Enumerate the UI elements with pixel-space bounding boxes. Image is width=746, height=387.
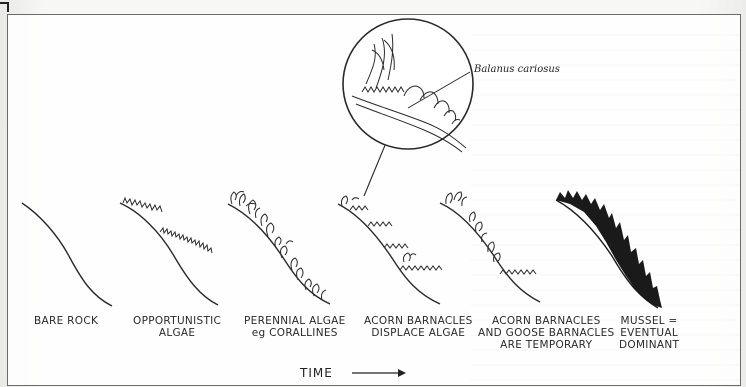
goose-barnacles-profile — [440, 192, 540, 302]
perennial-algae-profile — [228, 192, 330, 305]
species-label-balanus-cariosus: Balanus cariosus — [474, 64, 560, 75]
opportunistic-algae-profile — [120, 198, 218, 305]
stage-label-acorn-barnacles: ACORN BARNACLES DISPLACE ALGAE — [364, 315, 473, 339]
time-arrow — [352, 369, 406, 377]
time-label: TIME — [300, 366, 333, 380]
bare-rock-profile — [22, 203, 112, 306]
mussel-bed-profile — [556, 190, 662, 308]
stage-label-opportunistic-algae: OPPORTUNISTIC ALGAE — [133, 315, 221, 339]
stage-label-mussel: MUSSEL = EVENTUAL DOMINANT — [619, 315, 679, 351]
stage-label-goose-barnacles: ACORN BARNACLES AND GOOSE BARNACLES ARE … — [478, 315, 614, 351]
stage-label-bare-rock: BARE ROCK — [34, 315, 98, 327]
time-axis: TIME — [300, 366, 333, 380]
magnified-callout — [343, 19, 473, 196]
stage-label-perennial-algae: PERENNIAL ALGAE eg CORALLINES — [244, 315, 346, 339]
acorn-barnacles-profile — [338, 196, 442, 304]
